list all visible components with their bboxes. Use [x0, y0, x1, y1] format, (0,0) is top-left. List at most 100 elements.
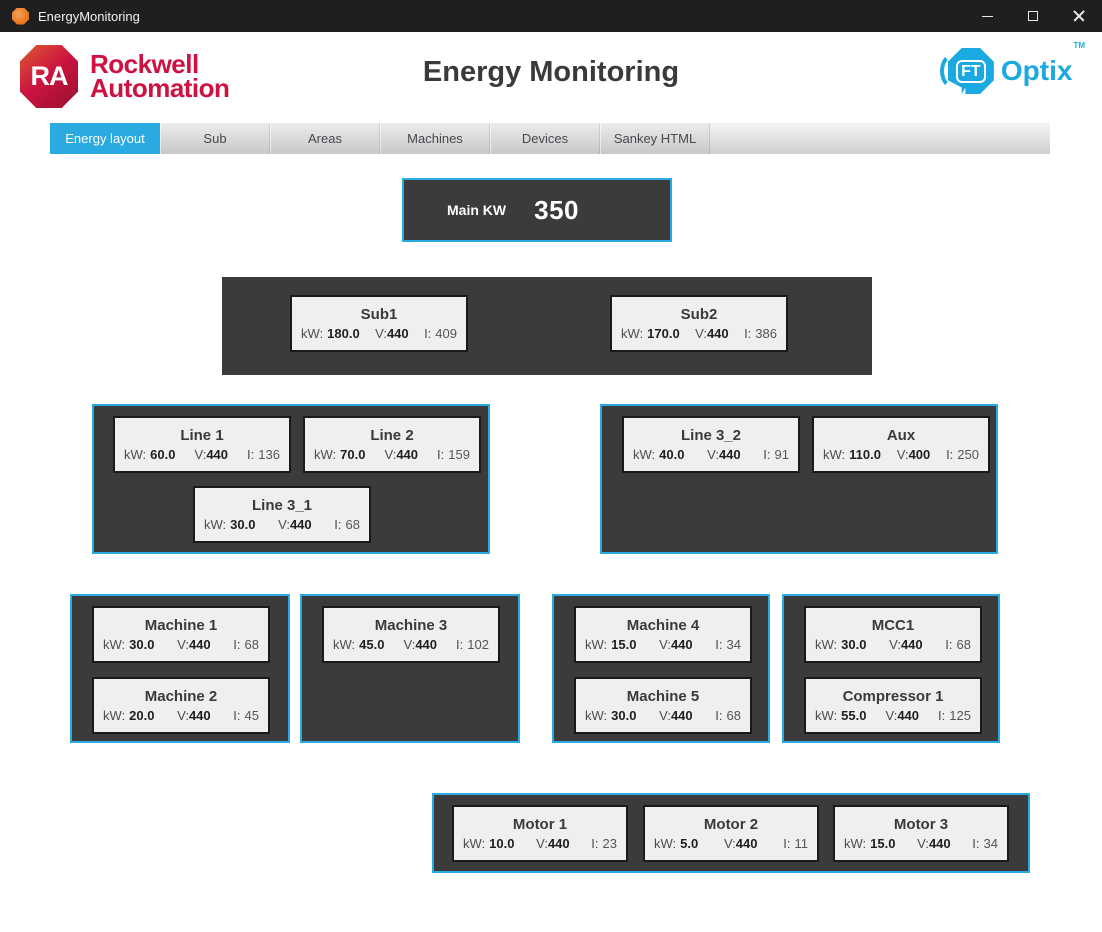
kw-value: 20.0	[129, 708, 154, 723]
main-kw-content: Main KW 350	[447, 195, 579, 226]
i-value: 409	[435, 326, 457, 341]
i-label: I:	[591, 836, 598, 851]
ft-optix-logo: FT OptixTM	[940, 48, 1084, 94]
i-label: I:	[456, 637, 463, 652]
v-value: 440	[396, 447, 418, 462]
minimize-button[interactable]	[964, 0, 1010, 32]
i-value: 68	[727, 708, 741, 723]
v-value: 440	[189, 708, 211, 723]
i-label: I:	[946, 447, 953, 462]
node-name: Machine 2	[94, 688, 268, 705]
node-card-line3-1: Line 3_1 kW:30.0 V:440 I:68	[193, 486, 371, 543]
kw-label: kW:	[463, 836, 485, 851]
i-value: 386	[755, 326, 777, 341]
motor-group: Motor 1 kW:10.0 V:440 I:23 Motor 2 kW:5.…	[432, 793, 1030, 873]
v-value: 440	[290, 517, 312, 532]
kw-value: 60.0	[150, 447, 175, 462]
i-value: 102	[467, 637, 489, 652]
v-label: V:	[278, 517, 290, 532]
titlebar: EnergyMonitoring	[0, 0, 1102, 32]
node-values: kW:180.0 V:440 I:409	[292, 326, 466, 341]
kw-label: kW:	[585, 637, 607, 652]
v-label: V:	[375, 326, 387, 341]
i-value: 34	[984, 836, 998, 851]
optix-wordmark: OptixTM	[1001, 55, 1084, 87]
maximize-button[interactable]	[1010, 0, 1056, 32]
line-group-right: Line 3_2 kW:40.0 V:440 I:91 Aux kW:110.0…	[600, 404, 998, 554]
v-label: V:	[695, 326, 707, 341]
node-name: Machine 4	[576, 617, 750, 634]
node-values: kW:20.0 V:440 I:45	[94, 708, 268, 723]
tab-bar: Energy layout Sub Areas Machines Devices…	[50, 123, 1050, 154]
kw-label: kW:	[585, 708, 607, 723]
node-values: kW:70.0 V:440 I:159	[305, 447, 479, 462]
main-kw-label: Main KW	[447, 202, 506, 218]
node-values: kW:110.0 V:400 I:250	[814, 447, 988, 462]
kw-label: kW:	[815, 708, 837, 723]
v-value: 440	[415, 637, 437, 652]
node-values: kW:45.0 V:440 I:102	[324, 637, 498, 652]
kw-value: 110.0	[849, 447, 881, 462]
kw-label: kW:	[844, 836, 866, 851]
i-value: 68	[245, 637, 259, 652]
maximize-icon	[1028, 11, 1038, 21]
v-value: 400	[909, 447, 931, 462]
node-card-line3-2: Line 3_2 kW:40.0 V:440 I:91	[622, 416, 800, 473]
node-card-motor2: Motor 2 kW:5.0 V:440 I:11	[643, 805, 819, 862]
kw-value: 170.0	[647, 326, 680, 341]
window-title: EnergyMonitoring	[38, 9, 140, 24]
kw-label: kW:	[314, 447, 336, 462]
v-label: V:	[917, 836, 929, 851]
kw-value: 30.0	[230, 517, 255, 532]
v-value: 440	[671, 708, 693, 723]
node-card-mcc1: MCC1 kW:30.0 V:440 I:68	[804, 606, 982, 663]
page-title: Energy Monitoring	[0, 56, 1102, 89]
v-label: V:	[886, 708, 898, 723]
node-values: kW:30.0 V:440 I:68	[576, 708, 750, 723]
v-value: 440	[897, 708, 919, 723]
i-value: 68	[957, 637, 971, 652]
v-value: 440	[548, 836, 570, 851]
tab-machines[interactable]: Machines	[380, 123, 490, 154]
i-value: 250	[957, 447, 979, 462]
v-value: 440	[189, 637, 211, 652]
node-card-sub2: Sub2 kW:170.0 V:440 I:386	[610, 295, 788, 352]
tab-devices[interactable]: Devices	[490, 123, 600, 154]
i-label: I:	[715, 637, 722, 652]
tab-energy-layout[interactable]: Energy layout	[50, 123, 160, 154]
i-label: I:	[233, 637, 240, 652]
node-card-machine4: Machine 4 kW:15.0 V:440 I:34	[574, 606, 752, 663]
kw-value: 30.0	[841, 637, 866, 652]
v-label: V:	[659, 637, 671, 652]
tab-sub[interactable]: Sub	[160, 123, 270, 154]
i-label: I:	[437, 447, 444, 462]
node-name: Line 1	[115, 427, 289, 444]
node-values: kW:55.0 V:440 I:125	[806, 708, 980, 723]
node-values: kW:30.0 V:440 I:68	[806, 637, 980, 652]
i-label: I:	[783, 836, 790, 851]
i-label: I:	[945, 637, 952, 652]
kw-value: 30.0	[611, 708, 636, 723]
node-card-line2: Line 2 kW:70.0 V:440 I:159	[303, 416, 481, 473]
tab-sankey-html[interactable]: Sankey HTML	[600, 123, 710, 154]
optix-tm: TM	[1073, 41, 1085, 50]
v-label: V:	[724, 836, 736, 851]
node-card-compressor1: Compressor 1 kW:55.0 V:440 I:125	[804, 677, 982, 734]
i-value: 23	[603, 836, 617, 851]
v-value: 440	[206, 447, 228, 462]
kw-value: 70.0	[340, 447, 365, 462]
v-value: 440	[901, 637, 923, 652]
i-value: 68	[346, 517, 360, 532]
close-button[interactable]	[1056, 0, 1102, 32]
node-name: Machine 1	[94, 617, 268, 634]
node-card-machine2: Machine 2 kW:20.0 V:440 I:45	[92, 677, 270, 734]
v-value: 440	[707, 326, 729, 341]
node-name: Line 3_1	[195, 497, 369, 514]
node-card-machine3: Machine 3 kW:45.0 V:440 I:102	[322, 606, 500, 663]
node-name: Motor 3	[835, 816, 1007, 833]
i-label: I:	[763, 447, 770, 462]
tab-areas[interactable]: Areas	[270, 123, 380, 154]
kw-label: kW:	[301, 326, 323, 341]
node-name: Line 3_2	[624, 427, 798, 444]
node-name: Compressor 1	[806, 688, 980, 705]
